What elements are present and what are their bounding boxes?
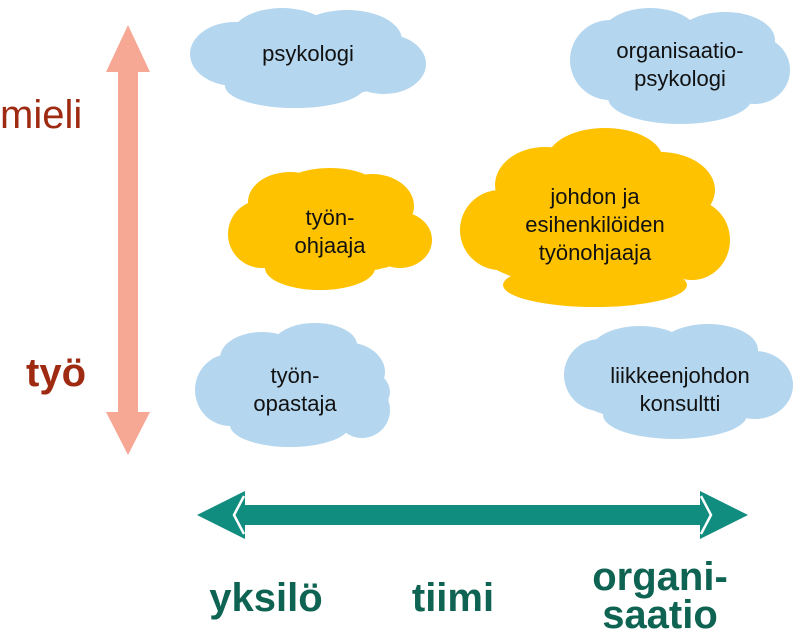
cloud-liikkeenjohdon-konsultti: liikkeenjohdon konsultti bbox=[575, 360, 785, 420]
cloud-organisaatiopsykologi-shape bbox=[570, 8, 790, 124]
cloud-tyonopastaja-line2: opastaja bbox=[253, 391, 337, 416]
cloud-organisaatiopsykologi-line1: organisaatio- bbox=[616, 38, 744, 63]
vertical-axis-arrow bbox=[106, 25, 150, 455]
cloud-johdon-tyonohjaaja-line3: työnohjaaja bbox=[538, 240, 652, 265]
cloud-tyonohjaaja-shape bbox=[228, 168, 432, 290]
cloud-tyonohjaaja-line2: ohjaaja bbox=[294, 233, 366, 258]
cloud-psykologi-line1: psykologi bbox=[262, 41, 354, 66]
cloud-johdon-tyonohjaaja-shape bbox=[460, 128, 730, 307]
horizontal-axis-arrow bbox=[197, 491, 748, 539]
cloud-liikkeenjohdon-konsultti-line2: konsultti bbox=[639, 391, 721, 416]
vertical-axis-bottom-label: työ bbox=[26, 351, 86, 395]
horizontal-axis-right-label-line2: saatio bbox=[602, 593, 718, 637]
cloud-tyonohjaaja: työn- ohjaaja bbox=[250, 202, 410, 262]
cloud-psykologi: psykologi bbox=[210, 34, 406, 74]
cloud-organisaatiopsykologi: organisaatio- psykologi bbox=[580, 35, 780, 95]
cloud-tyonohjaaja-line1: työn- bbox=[305, 205, 355, 230]
cloud-johdon-tyonohjaaja-line1: johdon ja bbox=[550, 184, 640, 209]
vertical-axis-top-label: mieli bbox=[0, 93, 83, 137]
cloud-psykologi-shape bbox=[190, 8, 426, 108]
cloud-johdon-tyonohjaaja-line2: esihenkilöiden bbox=[525, 212, 665, 237]
cloud-tyonopastaja-line1: työn- bbox=[270, 363, 320, 388]
cloud-liikkeenjohdon-konsultti-shape bbox=[564, 324, 793, 439]
cloud-johdon-tyonohjaaja: johdon ja esihenkilöiden työnohjaaja bbox=[490, 180, 700, 270]
cloud-tyonopastaja-shape bbox=[195, 323, 390, 447]
cloud-tyonopastaja: työn- opastaja bbox=[215, 360, 375, 420]
horizontal-axis-right-label: organi- saatio bbox=[570, 555, 750, 637]
horizontal-axis-left-label: yksilö bbox=[209, 576, 323, 620]
horizontal-axis-right-label-line1: organi- bbox=[592, 555, 728, 599]
horizontal-axis-middle-label: tiimi bbox=[411, 576, 495, 620]
cloud-liikkeenjohdon-konsultti-line1: liikkeenjohdon bbox=[610, 363, 750, 388]
cloud-organisaatiopsykologi-line2: psykologi bbox=[634, 66, 726, 91]
